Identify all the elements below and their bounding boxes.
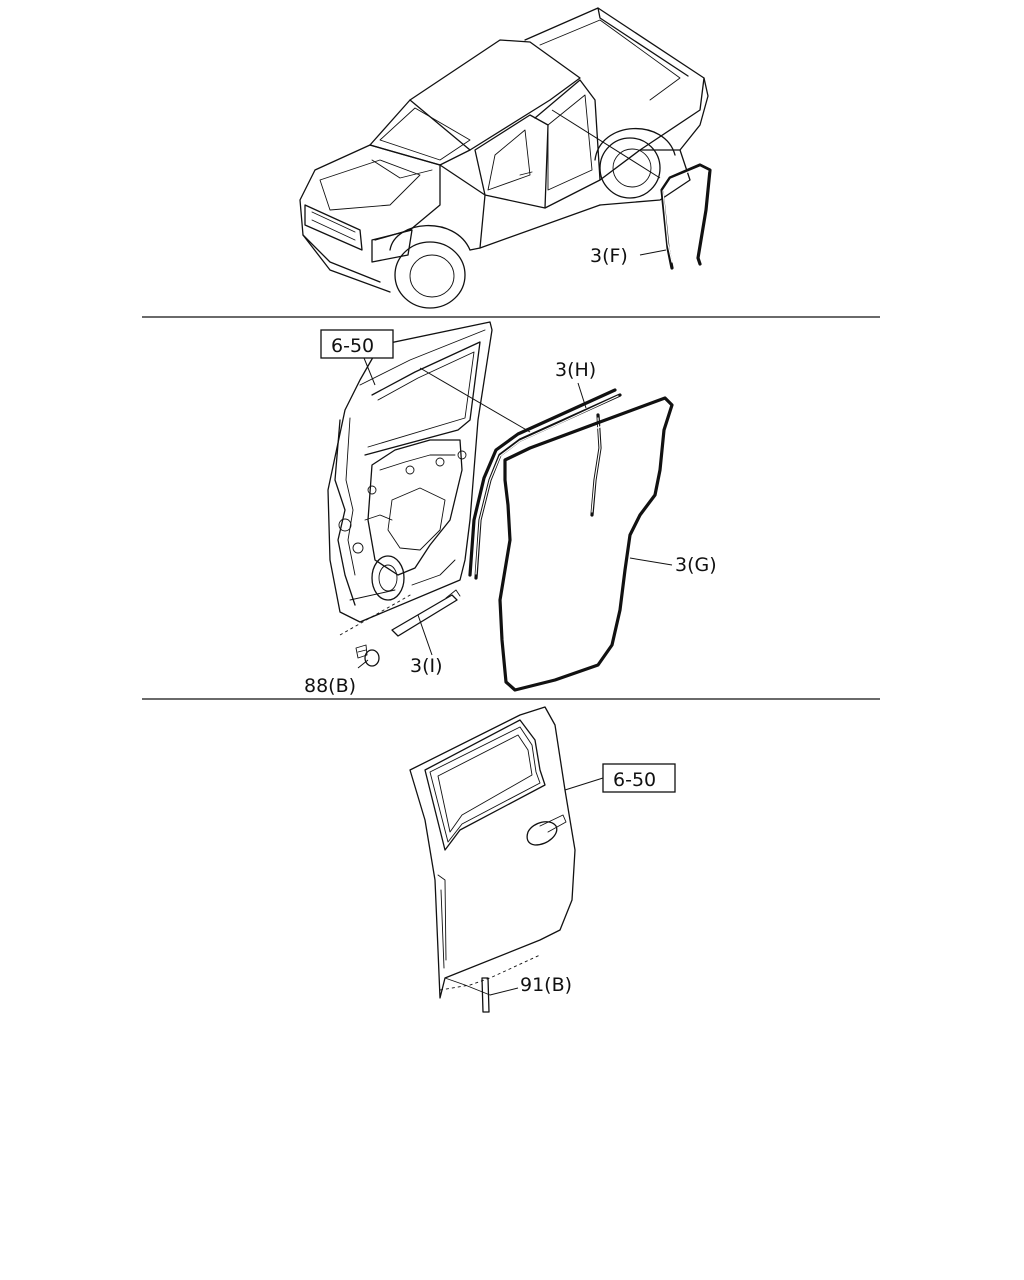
leader-line xyxy=(489,987,519,996)
leader-line xyxy=(357,659,369,669)
glass-run-channel-3h xyxy=(468,388,622,580)
leader-line xyxy=(577,382,587,409)
part-label-3f: 3(F) xyxy=(590,245,628,267)
leader-line xyxy=(419,367,531,433)
part-label-3g: 3(G) xyxy=(675,554,717,576)
clip-88b xyxy=(355,644,380,667)
leader-line xyxy=(363,357,376,386)
leader-line xyxy=(639,249,667,256)
rear-door-inner-panel xyxy=(327,321,493,623)
leader-line xyxy=(551,109,661,179)
tape-91b xyxy=(481,977,490,1013)
door-strip-3i xyxy=(391,589,461,637)
pickup-truck-illustration xyxy=(299,7,709,309)
reference-box-upper xyxy=(320,329,394,359)
door-weatherstrip-3g xyxy=(498,396,674,692)
leader-line xyxy=(629,557,673,566)
part-label-88b: 88(B) xyxy=(304,675,356,697)
reference-box-lower xyxy=(602,763,676,793)
part-label-3h: 3(H) xyxy=(555,359,596,381)
part-label-91b: 91(B) xyxy=(520,974,572,996)
reference-label-lower: 6-50 xyxy=(613,769,656,791)
rear-door-outer-panel xyxy=(409,706,576,999)
weatherstrip-3f xyxy=(660,163,712,270)
part-label-3i: 3(I) xyxy=(410,655,443,677)
leader-line xyxy=(339,593,413,636)
leader-line xyxy=(417,614,433,656)
leader-line xyxy=(564,777,604,791)
reference-label-upper: 6-50 xyxy=(331,335,374,357)
